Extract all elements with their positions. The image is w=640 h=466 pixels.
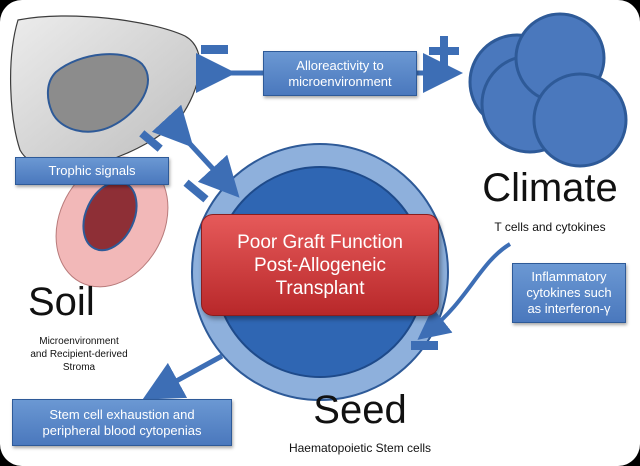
- trophic-label: Trophic signals: [48, 163, 136, 178]
- soil-inner-blob: [46, 53, 149, 133]
- climate-subtitle: T cells and cytokines: [494, 220, 606, 234]
- soil-sub-line-1: Microenvironment: [39, 336, 119, 347]
- inflammatory-line-3: as interferon-γ: [527, 301, 611, 316]
- climate-title: Climate: [482, 166, 618, 210]
- alloreactivity-line-1: Alloreactivity to: [296, 57, 384, 73]
- exhaustion-box: Stem cell exhaustion and peripheral bloo…: [12, 399, 232, 446]
- alloreactivity-box: Alloreactivity to microenvironment: [263, 51, 417, 96]
- minus-sign-seed: [183, 179, 209, 203]
- plus-sign-top: [429, 36, 459, 66]
- minus-sign-soil: [139, 130, 163, 152]
- soil-title: Soil: [28, 280, 95, 324]
- exhaustion-arrow: [142, 353, 224, 400]
- inflammatory-line-2: cytokines such: [526, 285, 612, 300]
- inflammatory-box: Inflammatory cytokines such as interfero…: [512, 263, 626, 323]
- exhaustion-line-1: Stem cell exhaustion and: [49, 406, 195, 422]
- seed-title: Seed: [313, 388, 407, 432]
- exhaustion-line-2: peripheral blood cytopenias: [42, 422, 202, 438]
- seed-subtitle: Haematopoietic Stem cells: [288, 441, 432, 455]
- main-title-line-3: Transplant: [275, 277, 365, 299]
- main-title-line-1: Poor Graft Function: [237, 231, 403, 253]
- soil-subtitle: Microenvironment and Recipient-derived S…: [14, 335, 144, 374]
- inflammatory-line-1: Inflammatory: [531, 269, 607, 284]
- minus-sign-inflammatory: [411, 341, 438, 350]
- minus-sign-top: [201, 45, 228, 54]
- trophic-signals-box: Trophic signals: [15, 157, 169, 185]
- poor-graft-function-box: Poor Graft Function Post-Allogeneic Tran…: [201, 214, 439, 316]
- soil-sub-line-3: Stroma: [62, 362, 96, 373]
- climate-t-cells: [468, 12, 628, 168]
- alloreactivity-line-2: microenvironment: [288, 73, 392, 89]
- soil-seed-arrow: [151, 104, 240, 198]
- inflammatory-arrow: [417, 242, 512, 340]
- soil-sub-line-2: and Recipient-derived: [30, 349, 128, 360]
- main-title-line-2: Post-Allogeneic: [253, 254, 387, 276]
